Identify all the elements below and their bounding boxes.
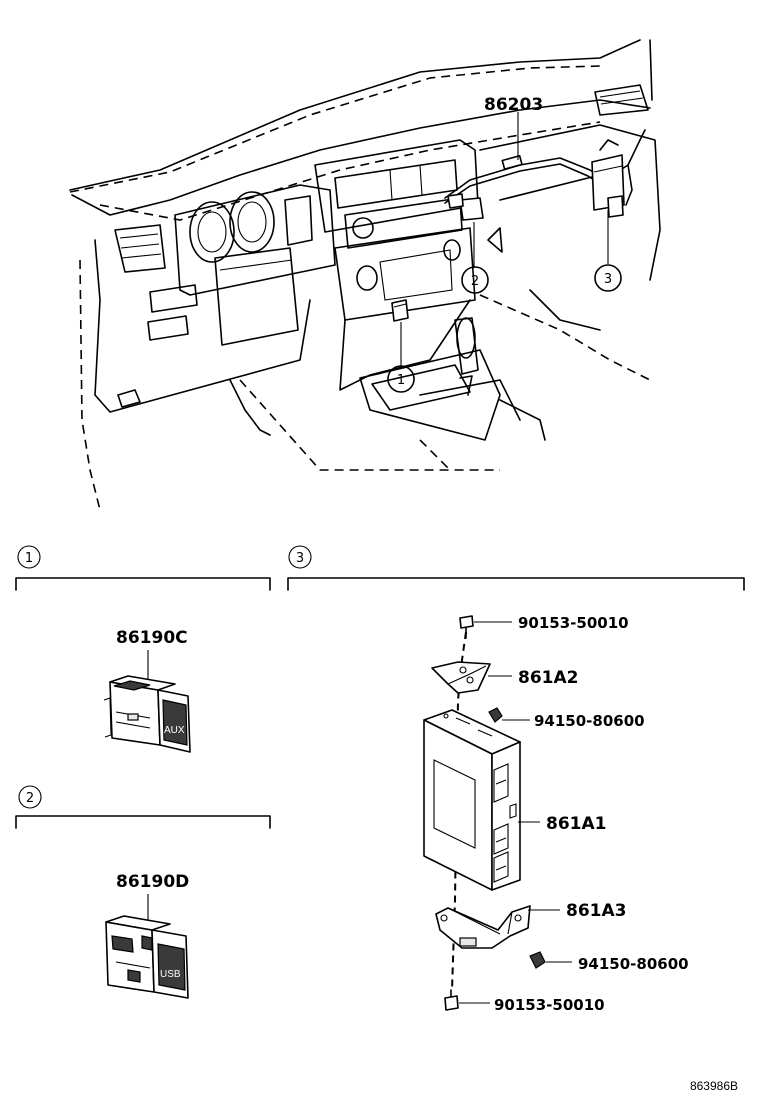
section-1-number: 1 [25,551,33,566]
aux-jack-face-text: AUX [164,725,185,736]
section-3-number: 3 [296,551,304,566]
section-2-header: 2 [15,785,271,829]
callout-3-overview: 3 [594,264,622,292]
aux-jack-illustration: AUX [103,675,191,753]
top-bracket-illustration [431,661,491,694]
bottom-bracket-label: 861A3 [566,901,626,921]
callout-2-text: 2 [471,274,479,289]
usb-jack-face-text: USB [160,969,181,980]
receiver-illustration [423,709,521,891]
usb-jack-illustration: USB [105,915,189,999]
diagram-code: 863986B [690,1079,738,1093]
bottom-nut-label: 94150-80600 [578,955,689,973]
section-1-header: 1 [15,545,271,591]
top-nut-label: 94150-80600 [534,712,645,730]
bottom-bolt-label: 90153-50010 [494,996,605,1014]
callout-1-overview: 1 [387,365,415,393]
bottom-bolt-illustration [444,989,459,1011]
bottom-nut-illustration [529,951,546,969]
usb-jack-label: 86190D [116,872,189,892]
aux-jack-label: 86190C [116,628,188,648]
section-2-number: 2 [26,791,34,806]
dashboard-illustration [69,39,661,511]
bottom-bracket-illustration [435,905,531,949]
callout-1-text: 1 [397,373,405,388]
top-bolt-illustration [459,615,474,639]
top-bolt-label: 90153-50010 [518,614,629,632]
receiver-label: 861A1 [546,814,606,834]
callout-3-text: 3 [604,272,612,287]
top-nut-illustration [488,707,503,723]
callout-2-overview: 2 [461,266,489,294]
top-bracket-label: 861A2 [518,668,578,688]
harness-part-label: 86203 [484,95,543,115]
section-3-header: 3 [287,545,745,591]
